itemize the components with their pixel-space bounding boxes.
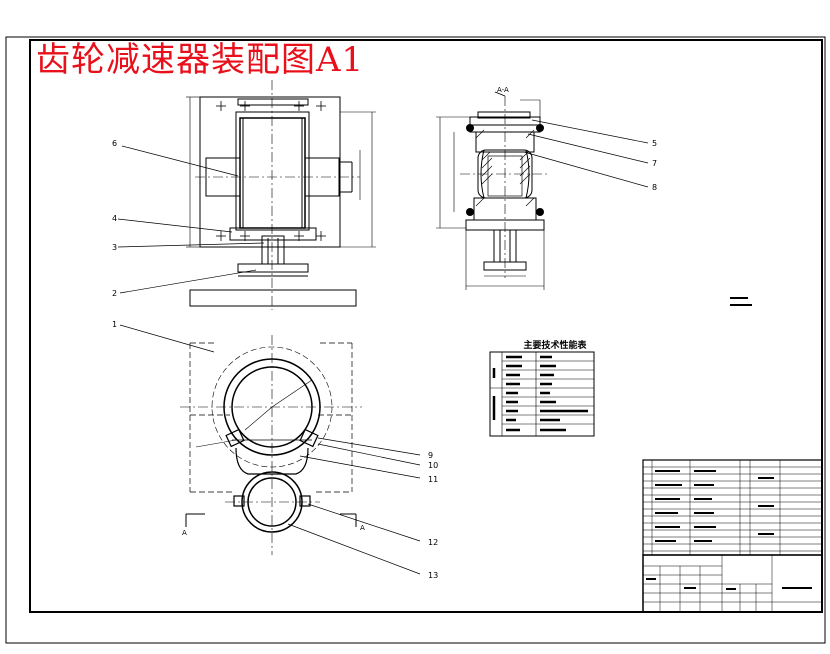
part-number-13: 13 xyxy=(428,571,438,580)
inner-frame xyxy=(29,39,823,613)
part-number-3: 3 xyxy=(112,243,117,252)
part-number-4: 4 xyxy=(112,214,117,223)
part-number-7: 7 xyxy=(652,159,657,168)
part-number-5: 5 xyxy=(652,139,657,148)
top-view xyxy=(180,335,362,555)
section-label-left: A xyxy=(182,529,187,537)
outer-frame xyxy=(5,36,826,644)
part-number-6: 6 xyxy=(112,139,117,148)
part-number-11: 11 xyxy=(428,475,438,484)
part-number-1: 1 xyxy=(112,320,117,329)
technical-notes xyxy=(730,297,752,306)
part-number-12: 12 xyxy=(428,538,438,547)
part-number-9: 9 xyxy=(428,451,433,460)
parts-list xyxy=(642,459,823,556)
section-label-top: A-A xyxy=(497,86,509,94)
section-view xyxy=(436,91,550,290)
section-view-leaders xyxy=(523,119,649,188)
top-view-leaders xyxy=(287,437,421,575)
title-block xyxy=(642,554,823,613)
section-view-part-numbers: 5 7 8 xyxy=(652,139,657,192)
drawing-title: 齿轮减速器装配图A1 xyxy=(36,40,365,80)
front-view-part-numbers: 6 4 3 2 1 xyxy=(112,139,117,329)
part-number-2: 2 xyxy=(112,289,117,298)
top-view-part-numbers: 9 10 11 12 13 xyxy=(428,451,438,580)
section-label-right: A xyxy=(360,524,365,532)
front-view xyxy=(186,80,376,310)
tech-table-title: 主要技术性能表 xyxy=(523,341,587,351)
part-number-8: 8 xyxy=(652,183,657,192)
part-number-10: 10 xyxy=(428,461,438,470)
tech-performance-table xyxy=(489,351,595,437)
front-view-leaders xyxy=(117,145,265,353)
